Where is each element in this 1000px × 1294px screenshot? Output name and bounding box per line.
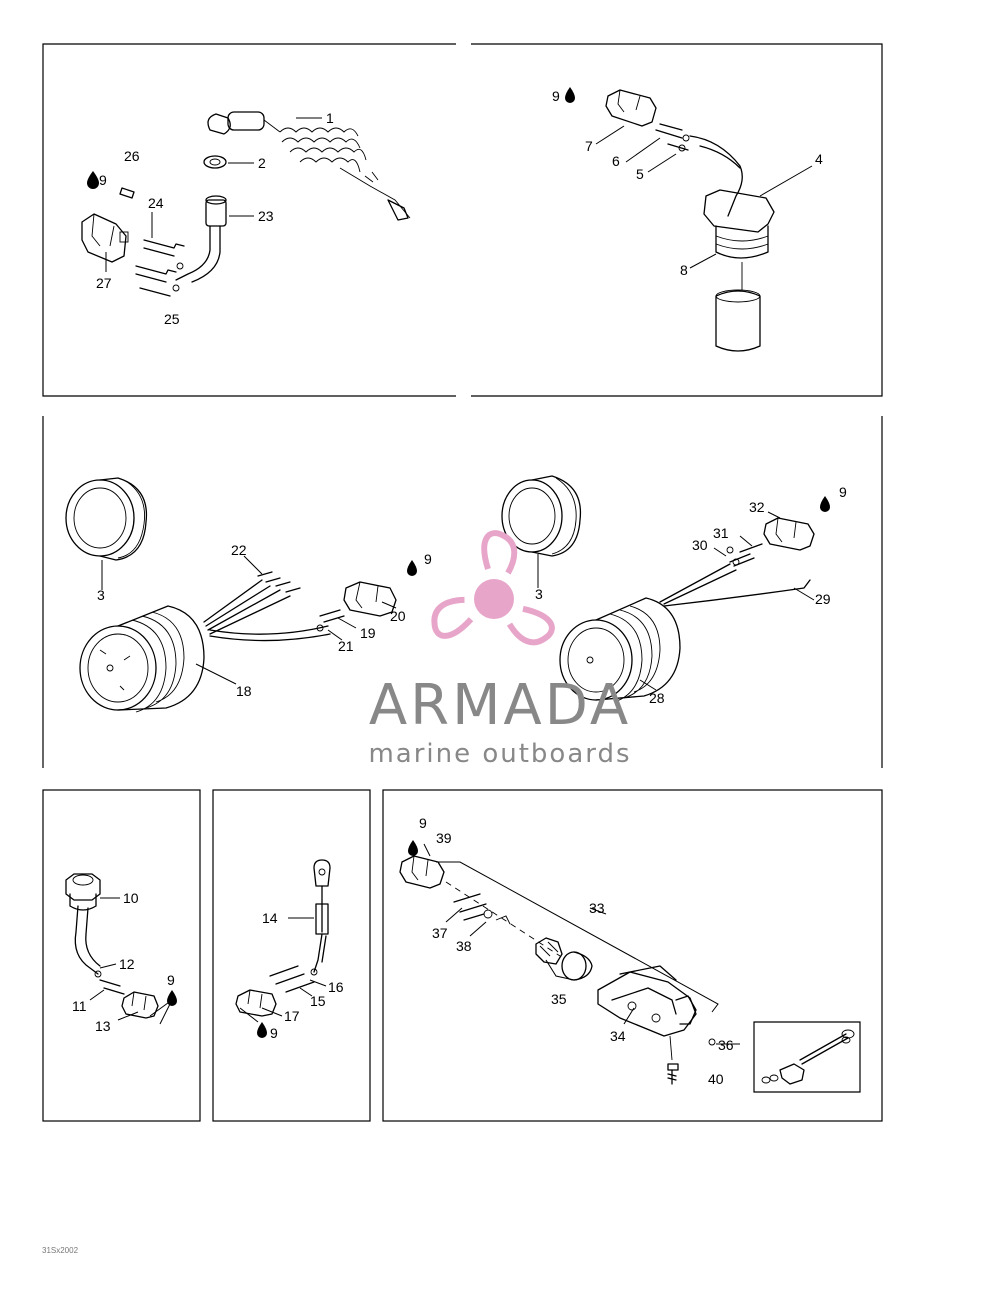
panel-4-border: [42, 789, 201, 1122]
callout-9: 9: [99, 172, 107, 188]
callout-37: 37: [432, 925, 448, 941]
callout-3: 3: [535, 586, 543, 602]
callout-1: 1: [326, 110, 334, 126]
callout-39: 39: [436, 830, 452, 846]
callout-9: 9: [419, 815, 427, 831]
callout-32: 32: [749, 499, 765, 515]
callout-7: 7: [585, 138, 593, 154]
callout-30: 30: [692, 537, 708, 553]
screw-part: [667, 1063, 679, 1085]
callout-38: 38: [456, 938, 472, 954]
callout-6: 6: [612, 153, 620, 169]
callout-29: 29: [815, 591, 831, 607]
gauge-right-part: [559, 597, 681, 703]
lubricant-drop-icon: [565, 87, 575, 103]
propeller-logo-icon: [431, 530, 555, 646]
sender-part: [65, 873, 101, 975]
lubricant-drop-icon: [87, 171, 99, 189]
callout-9: 9: [839, 484, 847, 500]
panel-1-border: [42, 43, 456, 397]
gauge-ring-left-part: [65, 477, 148, 561]
panel-6: 9 39 33 37 38 35 34 36 40: [399, 815, 861, 1093]
gauge-left-part: [79, 605, 205, 713]
fitting-part: [535, 937, 593, 981]
callout-8: 8: [680, 262, 688, 278]
ground-wire-part: [313, 859, 331, 973]
callout-10: 10: [123, 890, 139, 906]
callout-28: 28: [649, 690, 665, 706]
callout-4: 4: [815, 151, 823, 167]
callout-40: 40: [708, 1071, 724, 1087]
connector-part: [763, 517, 815, 551]
callout-9: 9: [167, 972, 175, 988]
panel-borders: [42, 43, 883, 1122]
callout-3: 3: [97, 587, 105, 603]
watermark-tagline: marine outboards: [368, 739, 631, 769]
connector-part: [235, 989, 277, 1017]
connector-part: [343, 581, 397, 617]
watermark-brand: ARMADA: [369, 673, 631, 738]
callout-2: 2: [258, 155, 266, 171]
nut-part: [203, 155, 227, 169]
panel-1: 1 2 23 26 9 24 27 25: [81, 110, 411, 327]
panel-6-border: [382, 789, 883, 1122]
connector-housing-part: [81, 213, 129, 263]
callout-25: 25: [164, 311, 180, 327]
panel-5-border: [212, 789, 371, 1122]
callout-12: 12: [119, 956, 135, 972]
callout-17: 17: [284, 1008, 300, 1024]
panel-2-border: [471, 43, 883, 397]
callout-13: 13: [95, 1018, 111, 1034]
callout-5: 5: [636, 166, 644, 182]
panel-5: 14 16 15 17 9: [235, 859, 344, 1041]
connector-part: [121, 991, 159, 1019]
lubricant-drop-icon: [820, 496, 830, 512]
lubricant-drop-icon: [408, 840, 418, 856]
callout-21: 21: [338, 638, 354, 654]
callout-14: 14: [262, 910, 278, 926]
callout-9: 9: [424, 551, 432, 567]
trim-sender-part: [597, 965, 697, 1061]
callout-27: 27: [96, 275, 112, 291]
connector-part: [605, 89, 657, 127]
callout-22: 22: [231, 542, 247, 558]
rod-assembly-part: [761, 1029, 855, 1085]
callout-23: 23: [258, 208, 274, 224]
armada-watermark: ARMADA marine outboards: [368, 530, 631, 769]
callout-18: 18: [236, 683, 252, 699]
lubricant-drop-icon: [257, 1022, 267, 1038]
panel-3: 3 22 9 20 19 21 18: [65, 475, 847, 713]
lubricant-drop-icon: [407, 560, 417, 576]
callout-9: 9: [552, 88, 560, 104]
callout-19: 19: [360, 625, 376, 641]
lubricant-drop-icon: [167, 990, 177, 1006]
panel-4: 10 12 11 9 13: [65, 873, 177, 1034]
callout-24: 24: [148, 195, 164, 211]
drawing-code: 31Sx2002: [42, 1246, 79, 1255]
callout-35: 35: [551, 991, 567, 1007]
panel-2: 9 7 6 5 4 8: [552, 87, 823, 352]
callout-16: 16: [328, 979, 344, 995]
callout-36: 36: [718, 1037, 734, 1053]
pin-part: [119, 187, 135, 199]
callout-11: 11: [72, 998, 87, 1014]
connector-part: [399, 855, 445, 889]
callout-31: 31: [713, 525, 729, 541]
sender-unit-part: [703, 189, 775, 352]
callout-20: 20: [390, 608, 406, 624]
callout-15: 15: [310, 993, 326, 1009]
callout-9: 9: [270, 1025, 278, 1041]
lanyard-switch-part: [207, 111, 411, 221]
switch-body-part: [175, 195, 227, 283]
callout-33: 33: [589, 900, 605, 916]
callout-34: 34: [610, 1028, 626, 1044]
callout-26: 26: [124, 148, 140, 164]
terminals-part: [135, 239, 185, 297]
gauge-ring-right-part: [501, 475, 582, 557]
